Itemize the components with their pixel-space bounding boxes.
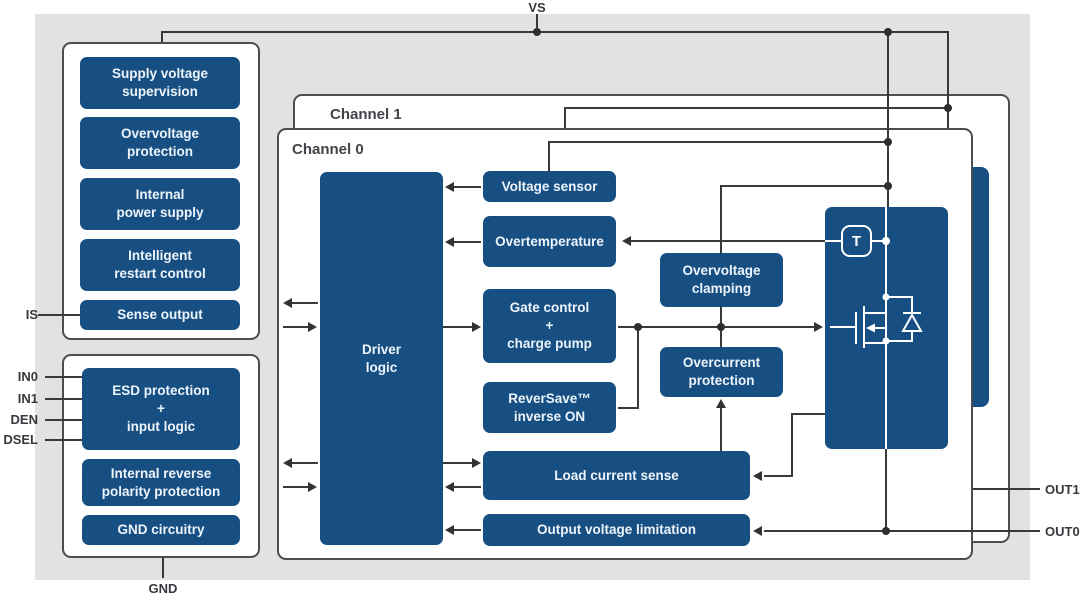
block-output-voltage-limitation: Output voltage limitation <box>483 514 750 546</box>
pin-label-in1: IN1 <box>17 391 38 406</box>
pin-label-in0: IN0 <box>17 369 38 384</box>
channel-1-label: Channel 1 <box>330 106 402 123</box>
pin-label-vs: VS <box>528 0 546 15</box>
pin-label-out1: OUT1 <box>1045 482 1080 497</box>
block-internal-power-supply: Internal power supply <box>80 178 240 230</box>
block-esd-input-logic: ESD protection + input logic <box>82 368 240 450</box>
block-driver-logic: Driver logic <box>320 172 443 545</box>
pin-label-gnd: GND <box>148 581 178 596</box>
block-overcurrent-protection: Overcurrent protection <box>660 347 783 397</box>
block-overtemperature: Overtemperature <box>483 216 616 267</box>
pin-label-out0: OUT0 <box>1045 524 1080 539</box>
block-intelligent-restart-control: Intelligent restart control <box>80 239 240 291</box>
block-reverse-polarity-protection: Internal reverse polarity protection <box>82 459 240 506</box>
block-supply-voltage-supervision: Supply voltage supervision <box>80 57 240 109</box>
block-gnd-circuitry: GND circuitry <box>82 515 240 545</box>
block-sense-output: Sense output <box>80 300 240 330</box>
block-gate-control-charge-pump: Gate control + charge pump <box>483 289 616 363</box>
temperature-sensor-icon: T <box>841 225 872 257</box>
block-load-current-sense: Load current sense <box>483 451 750 500</box>
block-voltage-sensor: Voltage sensor <box>483 171 616 202</box>
block-overvoltage-clamping: Overvoltage clamping <box>660 253 783 307</box>
pin-label-dsel: DSEL <box>3 432 38 447</box>
pin-label-den: DEN <box>10 412 38 427</box>
block-overvoltage-protection: Overvoltage protection <box>80 117 240 169</box>
pin-label-is: IS <box>25 307 38 322</box>
channel-1-power-block-edge <box>973 167 989 407</box>
block-reversave-inverse-on: ReverSave™ inverse ON <box>483 382 616 433</box>
channel-0-label: Channel 0 <box>292 141 364 158</box>
